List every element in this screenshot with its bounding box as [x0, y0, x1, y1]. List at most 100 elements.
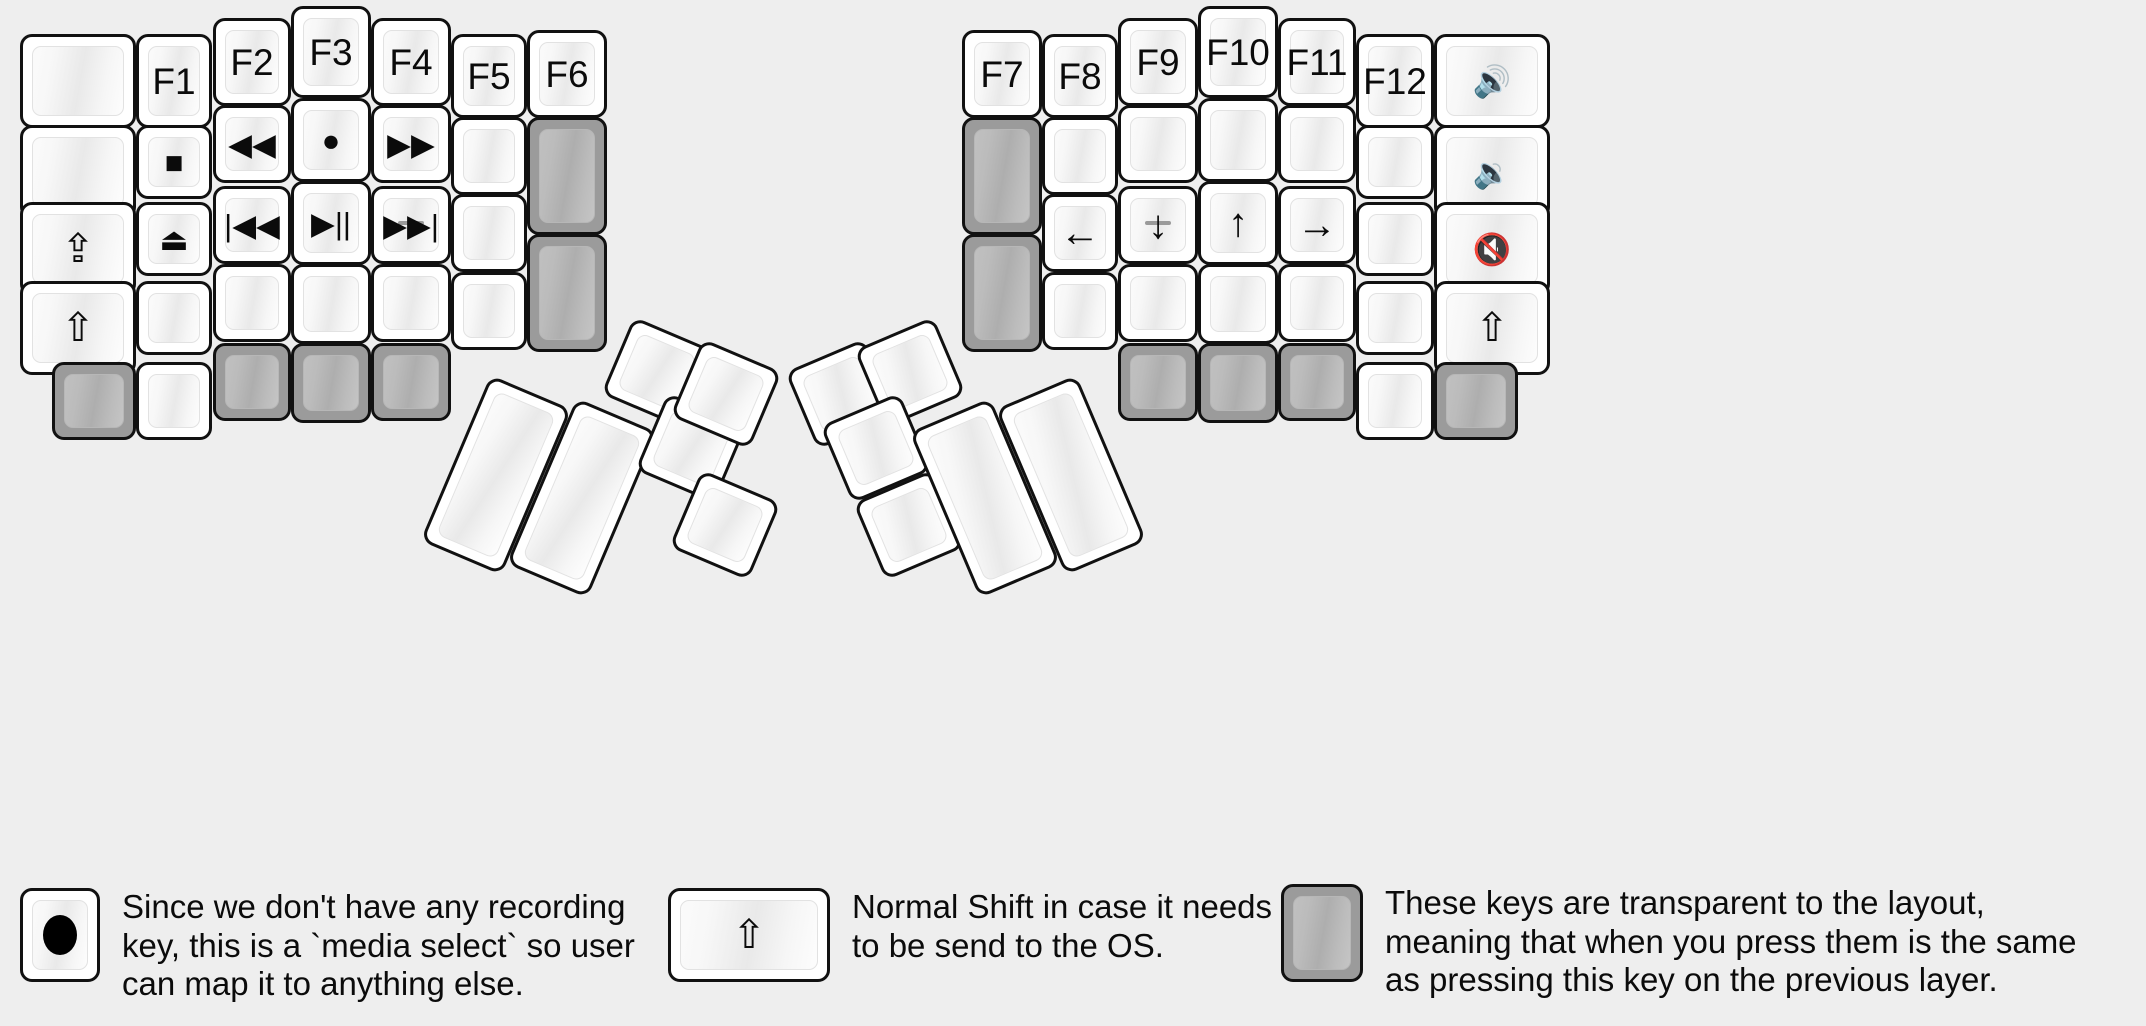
- f3-label: F3: [309, 31, 353, 73]
- key-left-c3-r2-play-pause[interactable]: ▶||: [291, 181, 371, 265]
- key-left-c6-r0-f6[interactable]: F6: [527, 30, 607, 118]
- mute-icon: 🔇: [1472, 231, 1512, 267]
- key-left-c1-r1-stop[interactable]: ■: [136, 125, 212, 199]
- key-left-c5-r1[interactable]: [451, 117, 527, 195]
- key-right-c2-r3[interactable]: [1118, 264, 1198, 342]
- key-right-c6-r2-mute[interactable]: 🔇: [1434, 202, 1550, 296]
- homing-bar: [1145, 221, 1171, 225]
- key-right-c1-r2-arrow-left[interactable]: ←: [1042, 194, 1118, 272]
- f1-label: F1: [152, 60, 196, 102]
- key-right-c4-r4-transparent[interactable]: [1278, 343, 1356, 421]
- note-shift: ⇧ Normal Shift in case it needs to be se…: [668, 888, 1272, 982]
- record-icon: ●: [321, 122, 341, 158]
- key-right-c4-r0-f11[interactable]: F11: [1278, 18, 1356, 106]
- key-right-c5-r0-f12[interactable]: F12: [1356, 34, 1434, 128]
- key-left-c4-r2-next-track[interactable]: ▶▶|: [371, 186, 451, 264]
- homing-bar: [398, 221, 424, 225]
- arrow-right-icon: →: [1297, 203, 1337, 247]
- key-left-c4-r1-fast-forward[interactable]: ▶▶: [371, 105, 451, 183]
- f5-label: F5: [467, 55, 511, 97]
- key-right-c5-r1[interactable]: [1356, 125, 1434, 199]
- key-right-c6-r0-volume-up[interactable]: 🔊: [1434, 34, 1550, 128]
- key-right-c0-r2-transparent-tall[interactable]: [962, 234, 1042, 352]
- key-right-c6-r4-transparent[interactable]: [1434, 362, 1518, 440]
- key-left-c3-r1-record[interactable]: ●: [291, 98, 371, 182]
- key-left-c5-r0-f5[interactable]: F5: [451, 34, 527, 118]
- key-right-c2-r2-arrow-down[interactable]: ↓: [1118, 186, 1198, 264]
- note-shift-key: ⇧: [668, 888, 830, 982]
- play-pause-icon: ▶||: [311, 205, 351, 241]
- note-record-key: [20, 888, 100, 982]
- key-right-c0-r1-transparent-tall[interactable]: [962, 117, 1042, 235]
- key-right-c3-r3[interactable]: [1198, 264, 1278, 344]
- key-left-c1-r2-eject[interactable]: ⏏: [136, 202, 212, 276]
- key-left-c0-r3-shift[interactable]: ⇧: [20, 281, 136, 375]
- key-left-c1-r3[interactable]: [136, 281, 212, 355]
- key-right-c3-r2-arrow-up[interactable]: ↑: [1198, 181, 1278, 265]
- key-left-c3-r3[interactable]: [291, 264, 371, 344]
- note-shift-text: Normal Shift in case it needs to be send…: [852, 888, 1273, 964]
- key-left-c5-r3[interactable]: [451, 272, 527, 350]
- note-record: Since we don't have any recording key, t…: [20, 888, 635, 1004]
- f12-label: F12: [1363, 60, 1427, 102]
- next-track-icon: ▶▶|: [383, 207, 439, 243]
- arrow-left-icon: ←: [1060, 211, 1100, 255]
- key-right-c3-r4-transparent[interactable]: [1198, 343, 1278, 423]
- key-right-c2-r4-transparent[interactable]: [1118, 343, 1198, 421]
- key-right-c5-r2[interactable]: [1356, 202, 1434, 276]
- key-left-c0-r4-transparent[interactable]: [52, 362, 136, 440]
- key-left-c3-r0-f3[interactable]: F3: [291, 6, 371, 98]
- key-left-c2-r4-transparent[interactable]: [213, 343, 291, 421]
- note-record-text: Since we don't have any recording key, t…: [122, 888, 635, 1003]
- volume-down-icon: 🔉: [1472, 154, 1512, 190]
- arrow-up-icon: ↑: [1228, 201, 1248, 245]
- key-left-c4-r4-transparent[interactable]: [371, 343, 451, 421]
- key-left-c0-r0[interactable]: [20, 34, 136, 128]
- f9-label: F9: [1136, 41, 1180, 83]
- key-right-c4-r3[interactable]: [1278, 264, 1356, 342]
- key-right-c1-r0-f8[interactable]: F8: [1042, 34, 1118, 118]
- key-left-c2-r2-previous-track[interactable]: |◀◀: [213, 186, 291, 264]
- f8-label: F8: [1058, 55, 1102, 97]
- note-transparent-key: [1281, 884, 1363, 982]
- key-right-c6-r3-shift[interactable]: ⇧: [1434, 281, 1550, 375]
- key-left-c2-r0-f2[interactable]: F2: [213, 18, 291, 106]
- key-left-c2-r3[interactable]: [213, 264, 291, 342]
- key-left-c5-r2[interactable]: [451, 194, 527, 272]
- key-right-c1-r1[interactable]: [1042, 117, 1118, 195]
- f2-label: F2: [230, 41, 274, 83]
- key-right-c4-r2-arrow-right[interactable]: →: [1278, 186, 1356, 264]
- key-right-c3-r0-f10[interactable]: F10: [1198, 6, 1278, 98]
- key-left-c2-r1-rewind[interactable]: ◀◀: [213, 105, 291, 183]
- key-right-c5-r3[interactable]: [1356, 281, 1434, 355]
- f10-label: F10: [1206, 31, 1270, 73]
- key-left-c3-r4-transparent[interactable]: [291, 343, 371, 423]
- key-right-c3-r1[interactable]: [1198, 98, 1278, 182]
- key-left-c4-r3[interactable]: [371, 264, 451, 342]
- f4-label: F4: [389, 41, 433, 83]
- key-left-c1-r0-f1[interactable]: F1: [136, 34, 212, 128]
- key-right-c4-r1[interactable]: [1278, 105, 1356, 183]
- key-left-c4-r0-f4[interactable]: F4: [371, 18, 451, 106]
- shift-icon: ⇧: [61, 306, 95, 350]
- fast-forward-icon: ▶▶: [387, 126, 435, 162]
- key-left-c6-r1-transparent-tall[interactable]: [527, 117, 607, 235]
- f6-label: F6: [545, 53, 589, 95]
- shift-icon: ⇧: [1475, 306, 1509, 350]
- key-right-c6-r1-volume-down[interactable]: 🔉: [1434, 125, 1550, 219]
- shift-icon: ⇧: [732, 913, 766, 957]
- key-right-c1-r3[interactable]: [1042, 272, 1118, 350]
- eject-icon: ⏏: [159, 221, 189, 257]
- key-right-c2-r0-f9[interactable]: F9: [1118, 18, 1198, 106]
- key-left-c1-r4[interactable]: [136, 362, 212, 440]
- key-right-c2-r1[interactable]: [1118, 105, 1198, 183]
- key-right-c5-r4[interactable]: [1356, 362, 1434, 440]
- key-left-c6-r2-transparent-tall[interactable]: [527, 234, 607, 352]
- arrow-down-icon: ↓: [1148, 203, 1168, 247]
- stop-icon: ■: [164, 144, 184, 180]
- caps-lock-icon: ⇪: [61, 227, 95, 271]
- f11-label: F11: [1286, 41, 1348, 83]
- record-icon: [43, 915, 77, 955]
- key-right-c0-r0-f7[interactable]: F7: [962, 30, 1042, 118]
